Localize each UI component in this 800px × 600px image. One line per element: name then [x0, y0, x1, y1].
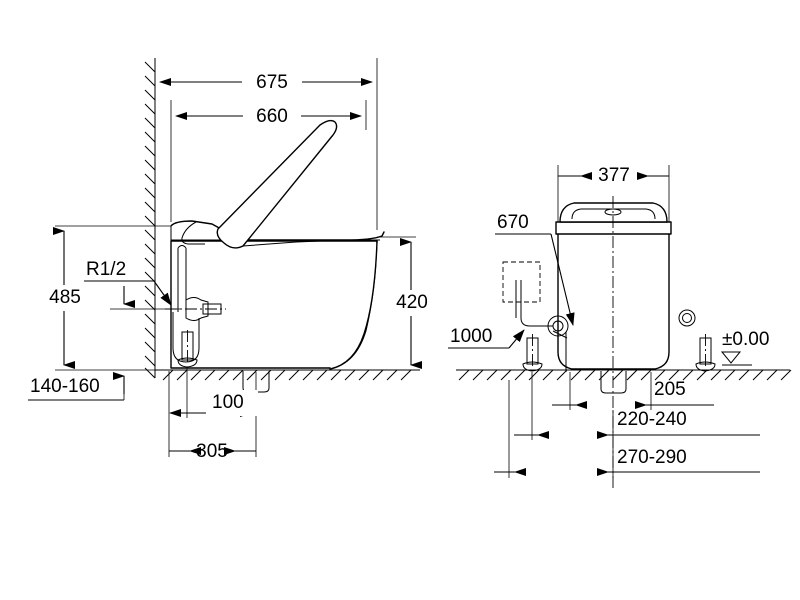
- dimension-label-270-290: 270-290: [617, 447, 687, 468]
- power-supply-front: [502, 261, 716, 372]
- dimension-485: 485: [38, 225, 171, 371]
- wall-section: [144, 58, 156, 379]
- dimension-305: 305: [168, 371, 257, 462]
- dimension-label-485: 485: [49, 287, 81, 308]
- dimension-label-670: 670: [497, 212, 529, 233]
- dimension-label-660: 660: [256, 106, 288, 127]
- dimension-140-160: 140-160: [28, 286, 180, 401]
- label-r-half: R1/2: [84, 259, 172, 306]
- supply-valve-side: [165, 245, 226, 368]
- dimension-675: 675: [154, 58, 378, 230]
- label-670: 670: [495, 212, 575, 326]
- dimension-100: 100: [169, 368, 258, 418]
- toilet-side-profile: [170, 119, 385, 370]
- dimension-205: 205: [552, 372, 714, 410]
- datum-marker: ±0.00: [720, 329, 769, 366]
- dimension-label-140-160: 140-160: [30, 376, 100, 397]
- dimension-label-377: 377: [598, 165, 630, 186]
- floor-line-front: [456, 369, 792, 394]
- dimension-label-100: 100: [212, 392, 244, 413]
- dimension-label-r-half: R1/2: [86, 259, 126, 280]
- dimension-377: 377: [557, 165, 670, 222]
- dimension-label-1000: 1000: [450, 326, 492, 347]
- floor-line-side: [155, 369, 420, 393]
- dimension-420: 420: [360, 236, 431, 371]
- dimension-label-205: 205: [654, 379, 686, 400]
- dimension-220-240: 220-240: [514, 372, 760, 440]
- dimension-label-675: 675: [256, 72, 288, 93]
- datum-label: ±0.00: [722, 329, 769, 350]
- toilet-front-profile: [555, 196, 696, 490]
- dimension-label-220-240: 220-240: [617, 409, 687, 430]
- label-1000: 1000: [448, 326, 525, 349]
- dimension-660: 660: [170, 100, 367, 222]
- dimension-label-420: 420: [396, 292, 428, 313]
- dimension-270-290: 270-290: [494, 380, 760, 478]
- dimension-label-305: 305: [196, 441, 228, 462]
